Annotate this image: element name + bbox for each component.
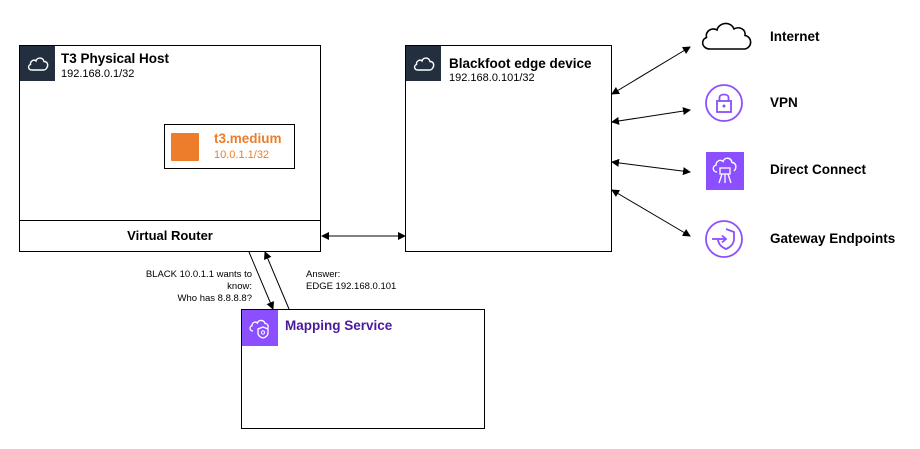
direct-connect-icon — [706, 152, 744, 190]
query-note: BLACK 10.0.1.1 wants to know: Who has 8.… — [120, 269, 252, 305]
host-title: T3 Physical Host — [61, 51, 170, 66]
virtual-router: Virtual Router — [20, 220, 320, 251]
ec2-instance-icon — [171, 133, 199, 161]
internet-label: Internet — [770, 29, 820, 44]
query-line2: Who has 8.8.8.8? — [177, 293, 252, 304]
direct-connect-label: Direct Connect — [770, 162, 867, 177]
answer-line2: EDGE 192.168.0.101 — [306, 281, 397, 292]
edge-internet-arrow — [611, 46, 691, 95]
edge-vpn-arrow — [611, 107, 691, 125]
edge-device-box: Blackfoot edge device 192.168.0.101/32 — [405, 45, 612, 252]
vpn-lock-icon — [704, 83, 744, 128]
gateway-endpoints-label: Gateway Endpoints — [770, 231, 896, 246]
gateway-endpoint-icon — [704, 219, 744, 264]
edge-title: Blackfoot edge device — [449, 56, 592, 71]
query-arrow — [248, 251, 274, 310]
answer-arrow — [264, 251, 290, 310]
t3-host-box: T3 Physical Host 192.168.0.1/32 t3.mediu… — [19, 45, 321, 252]
instance-ip: 10.0.1.1/32 — [214, 149, 270, 161]
mapping-service-icon — [242, 310, 278, 346]
instance-box: t3.medium 10.0.1.1/32 — [164, 124, 295, 169]
router-label: Virtual Router — [127, 228, 213, 243]
instance-title: t3.medium — [214, 131, 282, 146]
edge-ip: 192.168.0.101/32 — [449, 72, 535, 84]
answer-line1: Answer: — [306, 269, 341, 280]
host-ip: 192.168.0.1/32 — [61, 68, 135, 80]
edge-dx-arrow — [611, 158, 691, 176]
internet-cloud-icon — [698, 18, 754, 59]
aws-cloud-icon — [406, 46, 441, 81]
query-line1: BLACK 10.0.1.1 wants to know: — [145, 269, 252, 292]
vpn-label: VPN — [770, 95, 798, 110]
aws-cloud-icon — [20, 46, 55, 81]
answer-note: Answer: EDGE 192.168.0.101 — [306, 269, 396, 293]
mapping-title: Mapping Service — [285, 318, 393, 333]
mapping-service-box: Mapping Service — [241, 309, 485, 429]
edge-gateway-arrow — [611, 189, 691, 237]
